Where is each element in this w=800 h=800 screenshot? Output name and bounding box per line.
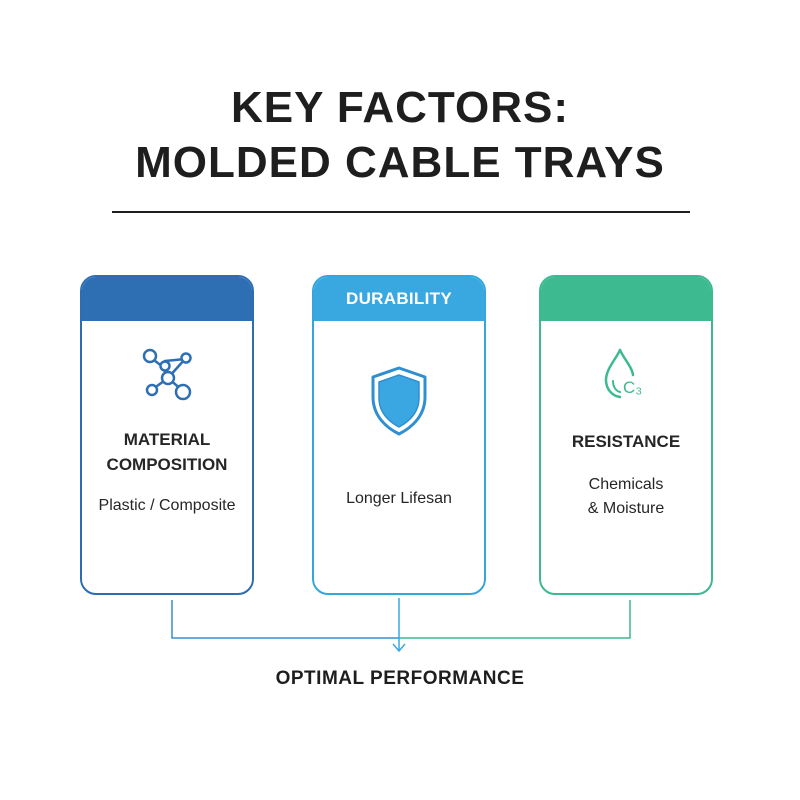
card-header-durability: DURABILITY bbox=[314, 277, 484, 321]
chemical-formula-text: C₃ bbox=[623, 378, 642, 397]
page-title-line-2: MOLDED CABLE TRAYS bbox=[135, 138, 665, 187]
card-header-resistance bbox=[541, 277, 711, 321]
card-desc-resistance-line-1: Chemicals bbox=[588, 476, 664, 493]
card-desc-durability: Longer Lifesan bbox=[346, 490, 452, 507]
card-durability: DURABILITY Longer Lifesan bbox=[312, 275, 486, 595]
footer-label: OPTIMAL PERFORMANCE bbox=[275, 668, 525, 689]
molecule-network-icon bbox=[137, 345, 197, 410]
card-title-resistance: RESISTANCE bbox=[571, 432, 681, 451]
card-material-composition: MATERIAL COMPOSITION Plastic / Composite bbox=[80, 275, 254, 595]
card-header-material bbox=[82, 277, 252, 321]
chemical-drop-icon: C₃ bbox=[596, 347, 656, 408]
title-divider bbox=[112, 211, 690, 213]
card-title-material-line-1: MATERIAL bbox=[123, 430, 211, 449]
card-desc-material: Plastic / Composite bbox=[98, 497, 236, 514]
card-desc-resistance-line-2: & Moisture bbox=[587, 500, 665, 517]
card-title-material-line-2: COMPOSITION bbox=[106, 455, 228, 474]
shield-icon bbox=[368, 365, 430, 442]
page-title-line-1: KEY FACTORS: bbox=[231, 83, 569, 132]
card-resistance: C₃ RESISTANCE Chemicals & Moisture bbox=[539, 275, 713, 595]
